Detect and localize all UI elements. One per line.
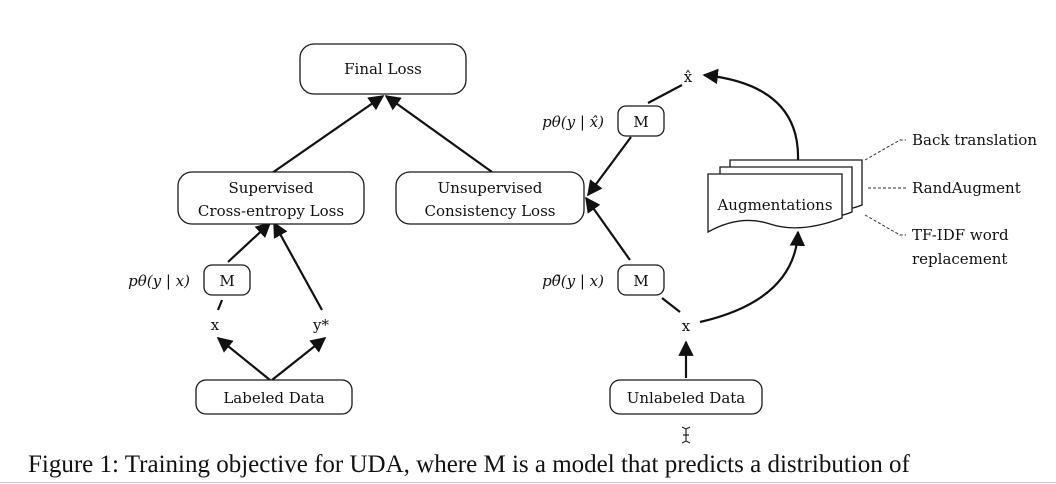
y-star-var: y* bbox=[312, 316, 329, 334]
model-label-left: M bbox=[219, 272, 234, 290]
p-theta-hat-label: pθ(y | x̂) bbox=[542, 113, 604, 131]
connector-back-translation bbox=[864, 139, 906, 161]
edge-x-to-model-right bbox=[661, 297, 681, 313]
x-left-var: x bbox=[211, 316, 220, 334]
edge-ystar-to-supervised bbox=[273, 221, 323, 311]
option-back-translation: Back translation bbox=[912, 131, 1037, 149]
labeled-data-node: Labeled Data bbox=[195, 379, 353, 415]
unsupervised-loss-line2: Consistency Loss bbox=[425, 202, 556, 220]
edge-model-tilde-to-unsupervised bbox=[585, 196, 631, 261]
supervised-loss-line1: Supervised bbox=[228, 179, 313, 197]
edge-xhat-to-model bbox=[647, 84, 683, 104]
final-loss-node: Final Loss bbox=[299, 43, 467, 95]
option-tfidf-line1: TF-IDF word bbox=[912, 226, 1009, 244]
connector-tfidf bbox=[864, 214, 906, 236]
labeled-data-label: Labeled Data bbox=[223, 389, 324, 407]
text-cursor-icon bbox=[681, 426, 691, 444]
supervised-loss-node: Supervised Cross-entropy Loss bbox=[177, 171, 365, 225]
edge-x-to-model-left bbox=[216, 299, 224, 311]
edge-x-to-augmentations bbox=[699, 230, 806, 324]
x-right-var: x bbox=[682, 317, 691, 335]
unlabeled-data-label: Unlabeled Data bbox=[627, 389, 746, 407]
p-tilde-theta-label: pθ̃(y | x) bbox=[542, 272, 604, 290]
model-label-tilde: M bbox=[633, 272, 648, 290]
x-hat-var: x̂ bbox=[684, 68, 693, 86]
model-box-hat: M bbox=[617, 105, 665, 137]
edge-labeled-to-x bbox=[216, 337, 271, 381]
model-box-tilde: M bbox=[617, 264, 665, 296]
unsupervised-loss-line1: Unsupervised bbox=[438, 179, 543, 197]
augmentations-label: Augmentations bbox=[716, 196, 832, 214]
option-randaugment: RandAugment bbox=[912, 179, 1021, 197]
model-label-hat: M bbox=[633, 113, 648, 131]
edge-model-to-supervised bbox=[227, 221, 272, 263]
model-box-left: M bbox=[203, 264, 251, 296]
edge-augmentations-to-xhat bbox=[702, 68, 800, 161]
p-theta-left-label: pθ(y | x) bbox=[128, 272, 190, 290]
edge-unsupervised-to-final bbox=[384, 95, 493, 173]
supervised-loss-line2: Cross-entropy Loss bbox=[198, 202, 344, 220]
augmentations-node: Augmentations bbox=[707, 159, 863, 234]
edge-labeled-to-ystar bbox=[271, 337, 327, 381]
figure-caption: Figure 1: Training objective for UDA, wh… bbox=[28, 451, 910, 478]
option-tfidf-line2: replacement bbox=[912, 250, 1007, 268]
edge-model-hat-to-unsupervised bbox=[587, 136, 632, 197]
page-divider bbox=[0, 482, 1056, 483]
final-loss-label: Final Loss bbox=[344, 60, 422, 78]
unlabeled-data-node: Unlabeled Data bbox=[609, 379, 763, 415]
unsupervised-loss-node: Unsupervised Consistency Loss bbox=[395, 171, 585, 225]
edge-supervised-to-final bbox=[271, 95, 385, 174]
